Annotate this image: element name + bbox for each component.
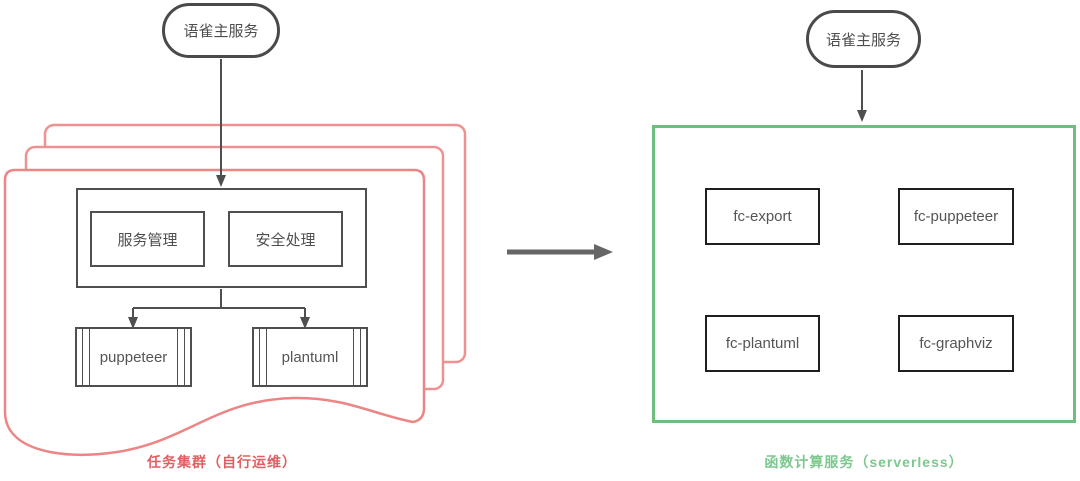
node-service-management: 服务管理 — [90, 211, 205, 267]
caption-serverless: 函数计算服务（serverless） — [764, 454, 964, 470]
tree-connector — [132, 289, 306, 319]
node-label: 语雀主服务 — [183, 23, 259, 40]
node-label: plantuml — [281, 348, 339, 366]
component-plantuml: plantuml — [252, 327, 368, 387]
node-label: puppeteer — [99, 348, 168, 366]
serverless-container — [652, 125, 1076, 423]
node-fc-puppeteer: fc-puppeteer — [898, 188, 1014, 245]
node-fc-export: fc-export — [705, 188, 820, 245]
caption-task-cluster: 任务集群（自行运维） — [147, 454, 297, 470]
node-label: fc-plantuml — [725, 335, 800, 352]
arrow-puppeteer-head-icon — [128, 317, 138, 329]
component-stripe-icon — [177, 329, 185, 385]
node-yuque-main-service-left: 语雀主服务 — [162, 3, 280, 58]
node-fc-plantuml: fc-plantuml — [705, 315, 820, 372]
node-yuque-main-service-right: 语雀主服务 — [806, 10, 921, 68]
arrow-right-root-head-icon — [857, 110, 867, 122]
node-label: fc-puppeteer — [913, 208, 999, 225]
migration-arrow-head-icon — [594, 244, 613, 260]
node-label: fc-graphviz — [919, 335, 993, 352]
node-security-processing: 安全处理 — [228, 211, 343, 267]
component-stripe-icon — [82, 329, 90, 385]
component-stripe-icon — [259, 329, 267, 385]
node-label: 语雀主服务 — [825, 31, 901, 49]
node-label: 安全处理 — [255, 231, 316, 249]
arrow-left-root-head-icon — [216, 175, 226, 187]
node-label: 服务管理 — [117, 231, 178, 249]
component-puppeteer: puppeteer — [75, 327, 192, 387]
node-fc-graphviz: fc-graphviz — [898, 315, 1014, 372]
component-stripe-icon — [353, 329, 361, 385]
arrow-plantuml-head-icon — [300, 317, 310, 329]
node-label: fc-export — [733, 208, 792, 225]
